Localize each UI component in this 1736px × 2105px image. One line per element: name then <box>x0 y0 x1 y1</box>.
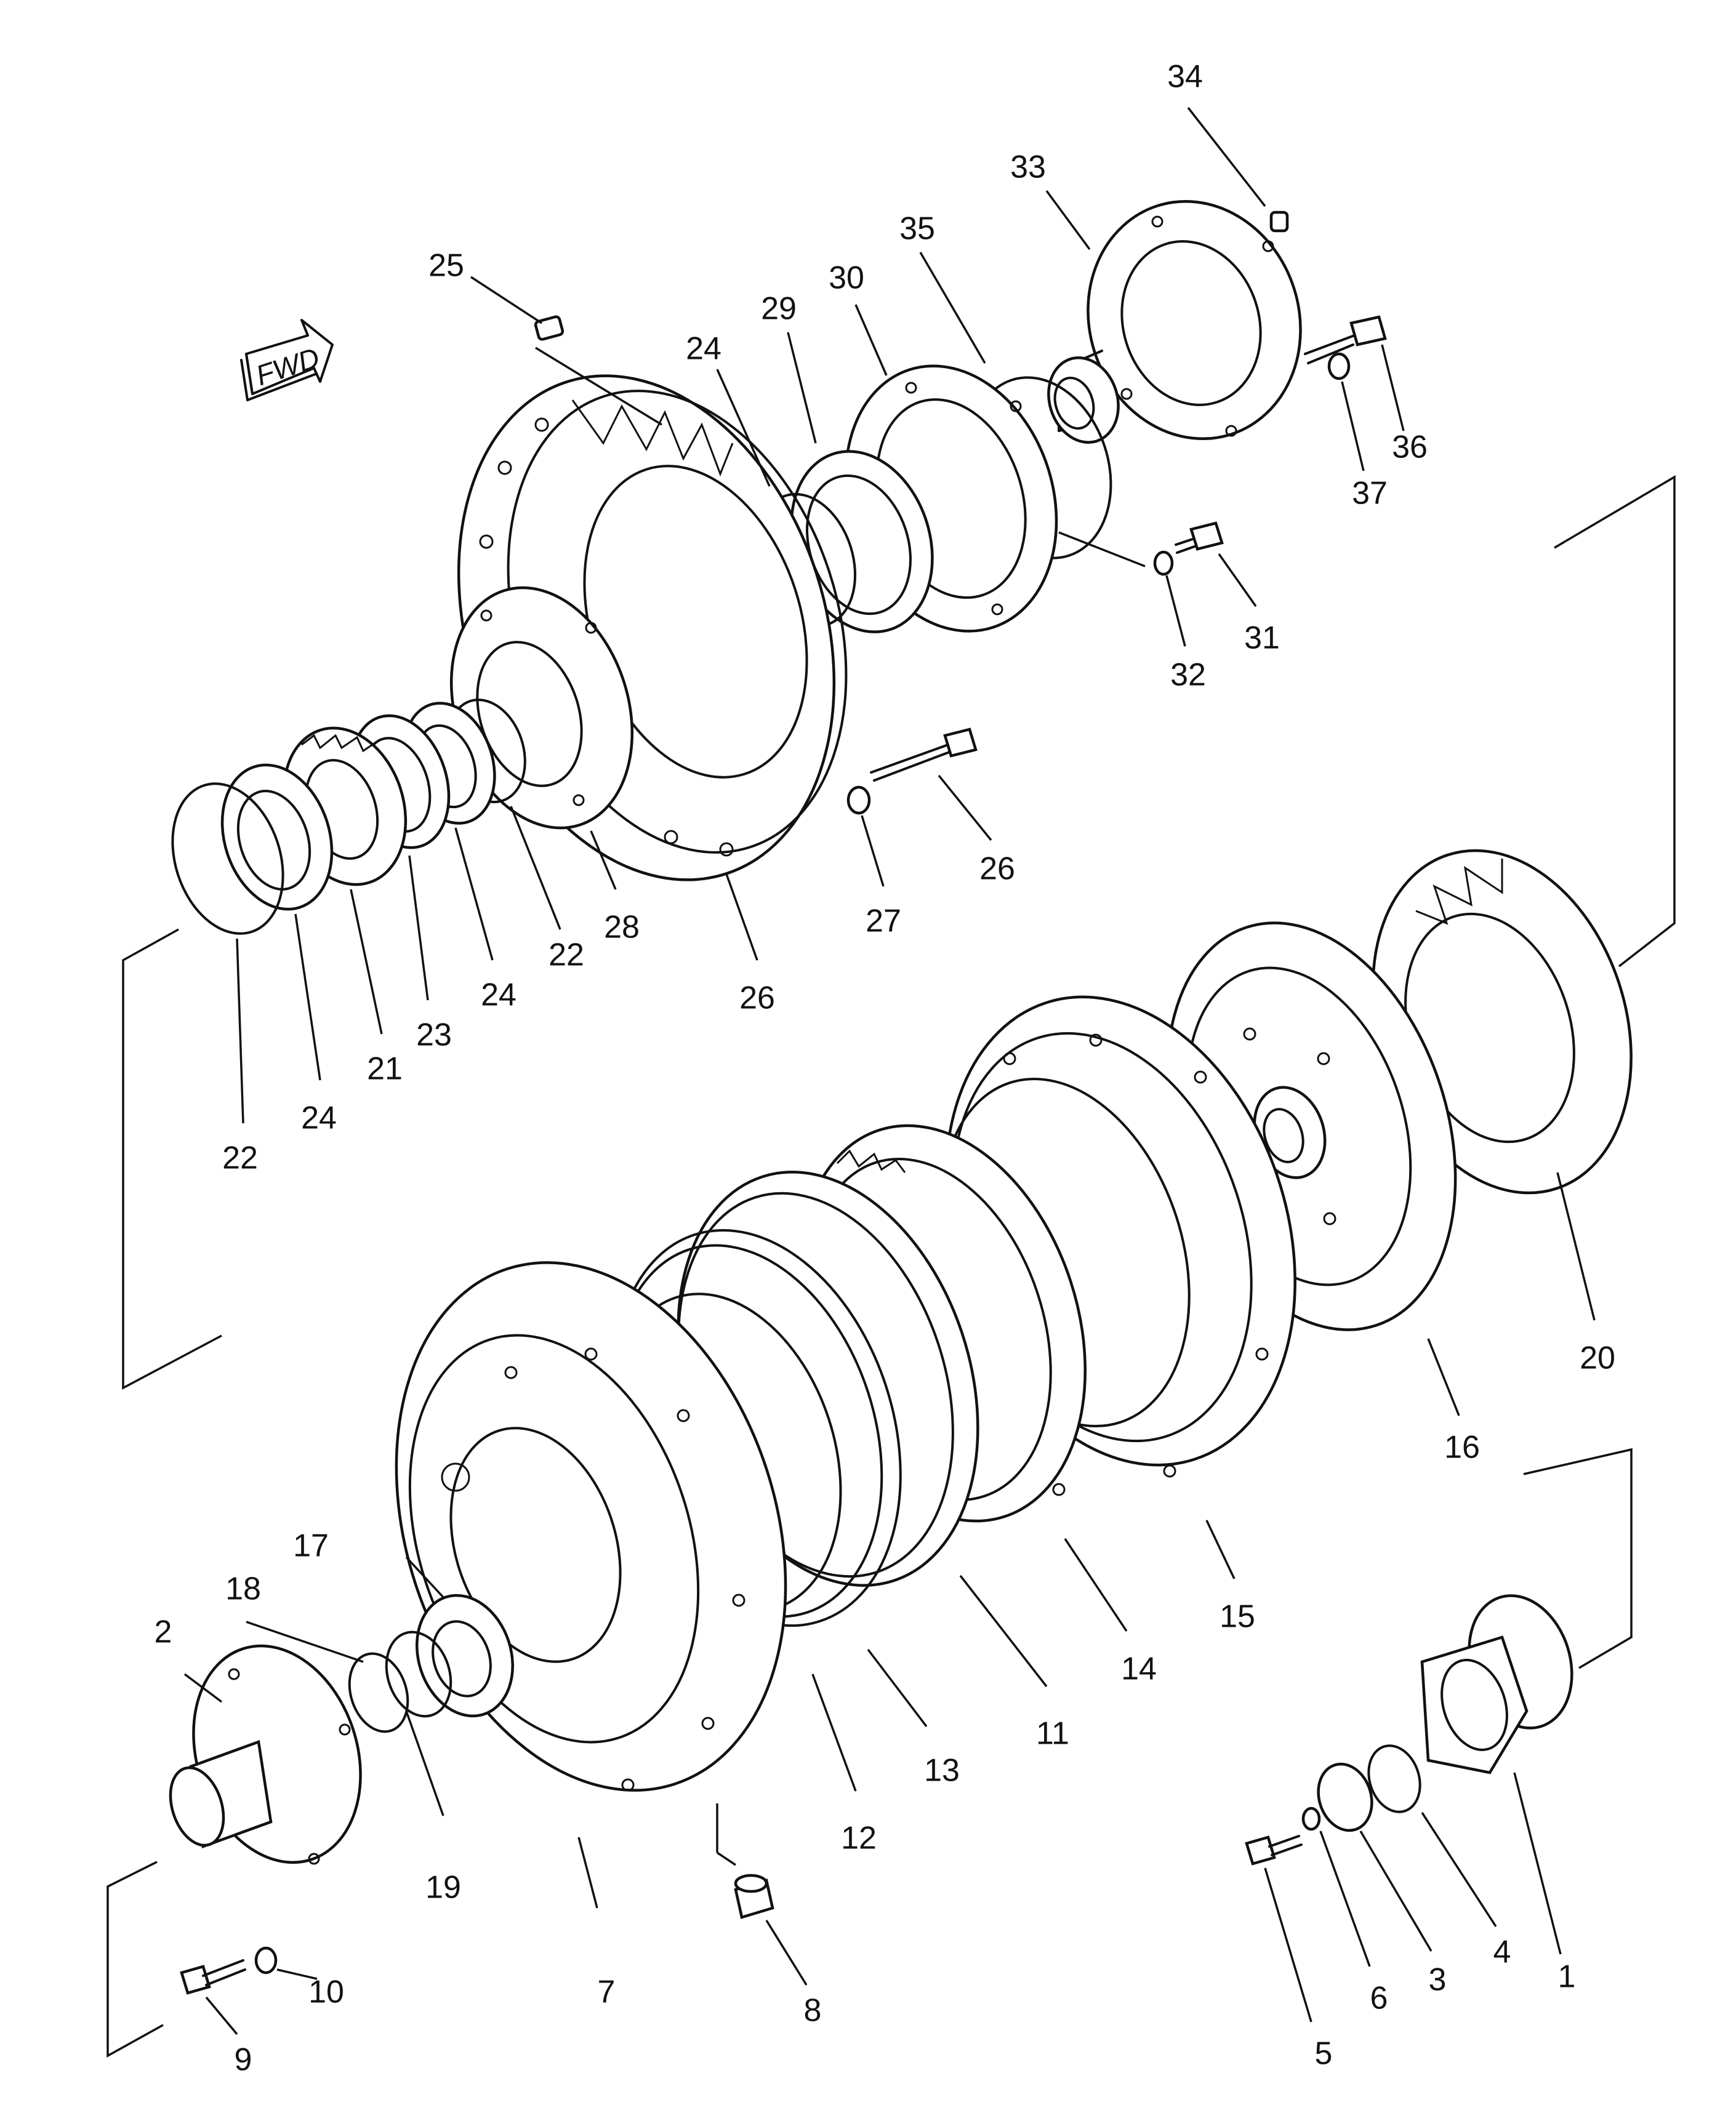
part-38-bolt <box>1304 315 1387 364</box>
callout-24-lower: 24 <box>301 1101 337 1136</box>
callout-35: 33 <box>1010 150 1046 185</box>
callout-21: 21 <box>367 1051 403 1087</box>
part-3-plate <box>1317 1762 1373 1832</box>
part-30-plate <box>449 586 634 830</box>
part-5-bolt <box>1245 1835 1303 1866</box>
bracket-line-top-left <box>122 928 222 1390</box>
part-2-flange-shaft <box>169 1644 362 1865</box>
part-1-yoke <box>1420 1594 1573 1774</box>
callout-5: 5 <box>1315 2036 1333 2072</box>
callout-numbers: 34 33 35 30 29 24 25 36 37 31 32 26 27 2… <box>155 59 1615 2078</box>
callout-15: 15 <box>1220 1599 1255 1635</box>
callout-2: 2 <box>155 1614 172 1650</box>
callout-34: 32 <box>1170 657 1206 693</box>
callout-27: 25 <box>428 248 464 284</box>
callout-6: 6 <box>1370 1981 1388 2016</box>
callout-22-lower: 22 <box>222 1141 258 1176</box>
callout-3: 3 <box>1429 1962 1447 1998</box>
part-39-washer <box>1327 352 1351 380</box>
part-8-plug <box>734 1874 774 1919</box>
part-27-plug <box>534 315 565 341</box>
callout-7: 7 <box>598 1975 616 2010</box>
part-10-washer <box>254 1946 278 1975</box>
callout-17: 17 <box>293 1528 329 1564</box>
part-18-snap-ring <box>348 1652 409 1733</box>
callout-29: 27 <box>866 904 901 939</box>
callout-1: 1 <box>1558 1959 1576 1995</box>
callout-31: 29 <box>761 291 797 327</box>
callout-22-upper: 22 <box>549 937 584 973</box>
callout-36: 34 <box>1167 59 1203 95</box>
part-28-bolt <box>870 728 978 782</box>
bracket-line-lower-right <box>1523 1448 1633 1669</box>
bracket-line-lower-left <box>106 1861 164 2058</box>
part-22-snap-ring-lower <box>171 782 284 935</box>
part-24-washer-lower <box>220 763 334 911</box>
callout-37: 35 <box>899 211 935 247</box>
leader-lines <box>183 106 1596 2035</box>
part-35-housing <box>1047 199 1302 444</box>
callout-11: 11 <box>1036 1716 1069 1752</box>
callout-24-upper: 24 <box>481 977 516 1013</box>
callout-12: 12 <box>841 1821 877 1856</box>
part-6-washer <box>1301 1806 1321 1831</box>
callout-26: 26 <box>739 980 775 1016</box>
callout-28: 26 <box>979 851 1015 887</box>
part-4-o-ring <box>1367 1744 1421 1813</box>
fwd-arrow-icon: FWD <box>240 319 334 401</box>
callout-19: 19 <box>425 1870 461 1906</box>
part-9-bolt <box>180 1959 246 1995</box>
part-19-snap-ring <box>385 1630 452 1718</box>
callout-8: 8 <box>804 1993 822 2029</box>
callout-4: 4 <box>1493 1935 1511 1970</box>
callout-25: 24 <box>686 331 721 367</box>
callout-33: 31 <box>1244 620 1280 656</box>
callout-16: 16 <box>1444 1430 1480 1465</box>
callout-39: 37 <box>1352 476 1388 511</box>
bracket-line-top-right <box>1554 475 1676 968</box>
callout-9: 9 <box>235 2042 252 2078</box>
part-31-bearing <box>790 450 934 633</box>
part-36-plug <box>1269 210 1289 233</box>
part-17-bearing <box>416 1594 514 1718</box>
callout-23: 23 <box>416 1017 452 1053</box>
callout-10: 10 <box>308 1975 344 2010</box>
callout-18: 18 <box>225 1571 261 1607</box>
callout-38: 36 <box>1392 430 1428 465</box>
part-34-washer <box>1153 550 1174 576</box>
callout-20: 20 <box>1580 1341 1615 1376</box>
callout-32: 30 <box>829 260 864 296</box>
part-29-washer <box>846 785 871 815</box>
callout-14: 14 <box>1121 1651 1157 1687</box>
part-33-bolt <box>1175 521 1224 554</box>
callout-30: 28 <box>604 910 640 945</box>
callout-13: 13 <box>924 1753 960 1789</box>
